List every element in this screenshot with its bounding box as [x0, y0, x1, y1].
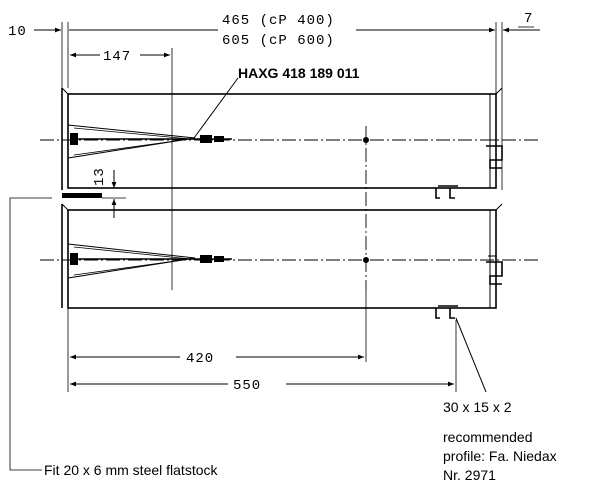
dim-7-label: 7 — [524, 11, 533, 27]
dim-550-label: 550 — [233, 378, 261, 394]
dim-13-label: 13 — [92, 167, 108, 186]
dim-10-label: 10 — [8, 24, 27, 40]
part-number-callout: HAXG 418 189 011 — [193, 65, 360, 139]
recommended-line2: profile: Fa. Niedax — [443, 448, 557, 464]
lower-tray — [40, 203, 540, 319]
dim-overall-cp400-label: 465 (cP 400) — [222, 13, 335, 29]
dim-147-label: 147 — [103, 49, 131, 65]
recommended-line1: recommended — [443, 429, 533, 445]
upper-tray — [40, 87, 540, 290]
dim-13: 13 — [62, 167, 126, 218]
flatstock-callout: Fit 20 x 6 mm steel flatstock — [9, 197, 218, 478]
dim-147: 147 — [70, 48, 173, 290]
bottom-dimensions: 420 550 — [67, 290, 457, 394]
dim-420-label: 420 — [186, 351, 214, 367]
profile-callout: 30 x 15 x 2 recommended profile: Fa. Nie… — [443, 317, 557, 483]
profile-size-label: 30 x 15 x 2 — [443, 399, 512, 415]
part-number-label: HAXG 418 189 011 — [238, 65, 360, 81]
dim-overall-cp600-label: 605 (cP 600) — [222, 33, 335, 49]
flatstock-note-label: Fit 20 x 6 mm steel flatstock — [44, 462, 218, 478]
recommended-line3: Nr. 2971 — [443, 467, 496, 483]
top-dimensions: 10 465 (cP 400) 605 (cP 600) 7 — [8, 8, 540, 190]
